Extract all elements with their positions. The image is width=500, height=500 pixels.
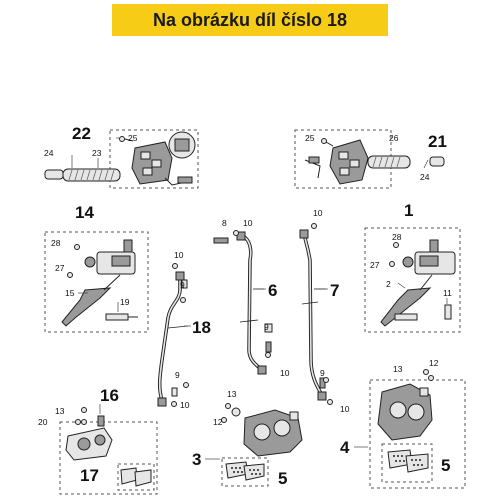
group-box-1 [364, 227, 461, 333]
label-part-9: 9 [320, 368, 325, 378]
label-part-9: 9 [264, 322, 269, 332]
hose-7-fittings [311, 223, 326, 389]
group-box-16 [59, 421, 158, 495]
right-bar-end [429, 156, 445, 167]
label-part-24: 24 [44, 148, 54, 158]
left-brake-caliper [65, 415, 113, 461]
screw-icon [389, 261, 395, 267]
label-part-14: 14 [75, 203, 94, 222]
label-part-12: 12 [429, 358, 439, 368]
label-part-17: 17 [80, 466, 99, 485]
right-master-cylinder [380, 239, 456, 327]
label-part-4: 4 [340, 438, 350, 457]
right-switch-housing [329, 139, 369, 185]
left-brake-lever [61, 287, 112, 327]
label-part-6: 6 [268, 281, 277, 300]
label-part-18: 18 [192, 318, 211, 337]
label-part-20: 20 [38, 417, 48, 427]
hose-18-fittings [171, 263, 188, 407]
label-part-8: 8 [222, 218, 227, 228]
center-brake-pads [225, 461, 265, 481]
label-part-11: 11 [443, 288, 452, 298]
left-bar-end [44, 169, 64, 180]
label-part-24: 24 [420, 172, 430, 182]
label-part-28: 28 [392, 232, 402, 242]
pad-box-right [381, 443, 433, 483]
label-part-26: 26 [389, 133, 399, 143]
label-part-13: 13 [227, 389, 237, 399]
label-part-9: 9 [180, 280, 185, 290]
pad-box-center [221, 457, 269, 487]
hose-6-fittings [213, 237, 273, 353]
callout-labels: 22 25 24 23 21 25 26 24 14 28 27 15 19 1… [38, 124, 452, 488]
left-brake-pads [120, 467, 152, 487]
label-part-27: 27 [55, 263, 65, 273]
screw-icon [119, 136, 125, 142]
label-part-13: 13 [393, 364, 403, 374]
label-part-3: 3 [192, 450, 201, 469]
label-part-5: 5 [441, 456, 450, 475]
header-banner: Na obrázku díl číslo 18 [112, 4, 388, 36]
label-part-1: 1 [404, 201, 413, 220]
label-part-25: 25 [128, 133, 138, 143]
left-master-cylinder [61, 239, 138, 327]
group-box-21 [294, 129, 392, 189]
group-box-14 [44, 231, 149, 333]
pad-box-left [117, 463, 155, 491]
right-brake-caliper [377, 383, 433, 441]
group-box-22 [109, 129, 199, 189]
label-part-2: 2 [386, 279, 391, 289]
screw-icon [67, 272, 73, 278]
banner-title: Na obrázku díl číslo 18 [152, 10, 348, 30]
brake-hose-6 [236, 231, 267, 375]
label-part-10: 10 [340, 404, 350, 414]
label-part-23: 23 [92, 148, 102, 158]
label-part-10: 10 [174, 250, 184, 260]
label-part-19: 19 [120, 297, 130, 307]
label-part-7: 7 [330, 281, 339, 300]
label-part-21: 21 [428, 132, 447, 151]
left-switch-assembly [44, 131, 196, 186]
right-brake-lever [380, 287, 432, 327]
leader-lines [71, 137, 448, 460]
hardware-fasteners [81, 230, 434, 425]
label-part-15: 15 [65, 288, 75, 298]
label-part-10: 10 [243, 218, 253, 228]
label-part-25: 25 [305, 133, 315, 143]
screw-icon [321, 138, 327, 144]
label-part-28: 28 [51, 238, 61, 248]
label-part-22: 22 [72, 124, 91, 143]
label-part-10: 10 [280, 368, 290, 378]
right-brake-pads [387, 449, 429, 473]
label-part-10: 10 [313, 208, 323, 218]
center-brake-caliper [231, 407, 303, 457]
label-part-13: 13 [55, 406, 65, 416]
label-part-5: 5 [278, 469, 287, 488]
screw-icon [393, 242, 399, 248]
label-part-12: 12 [213, 417, 223, 427]
label-part-9: 9 [175, 370, 180, 380]
screw-icon [74, 244, 80, 250]
brake-hose-7 [299, 229, 327, 401]
label-part-27: 27 [370, 260, 380, 270]
label-part-16: 16 [100, 386, 119, 405]
right-switch-assembly [304, 138, 445, 185]
label-part-10: 10 [180, 400, 190, 410]
